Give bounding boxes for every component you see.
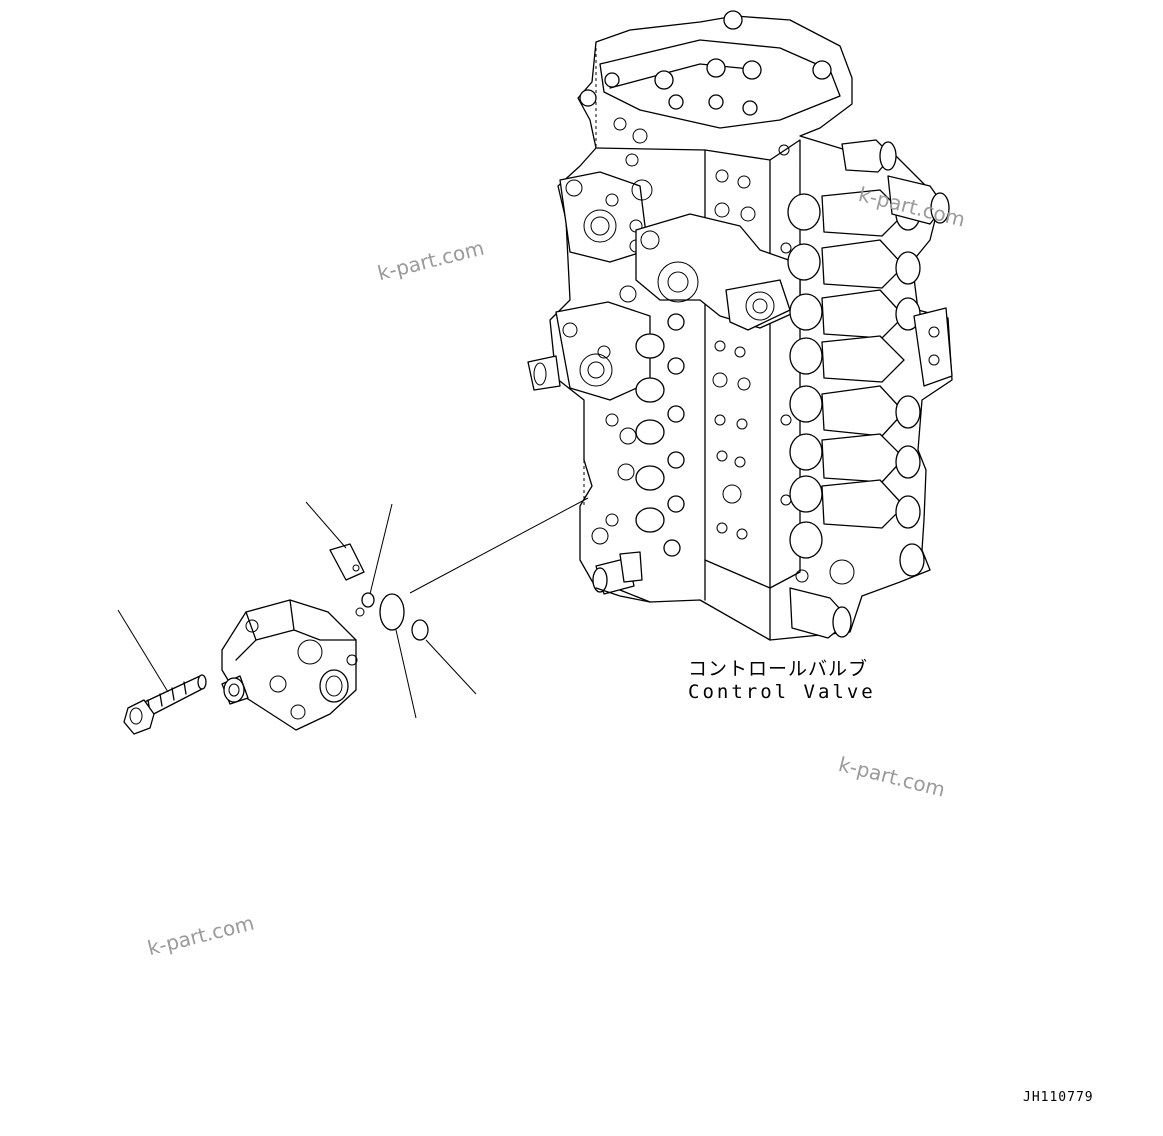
bolt-part <box>123 674 207 735</box>
document-id: JH110779 <box>1023 1090 1094 1105</box>
leader-line-bolt <box>117 609 169 693</box>
o-ring-kit-part <box>329 543 429 641</box>
control-valve-label-en: Control Valve <box>688 681 876 703</box>
control-valve-assembly <box>527 10 953 641</box>
leader-line-kit <box>305 501 347 549</box>
control-valve-label-jp: コントロールバルブ <box>688 658 869 680</box>
leader-line-valve <box>409 497 589 594</box>
leader-line-oring-right <box>425 639 477 695</box>
leader-line-oring-large <box>395 629 417 719</box>
valve-block-part <box>221 599 358 731</box>
leader-line-oring-small <box>369 503 393 595</box>
